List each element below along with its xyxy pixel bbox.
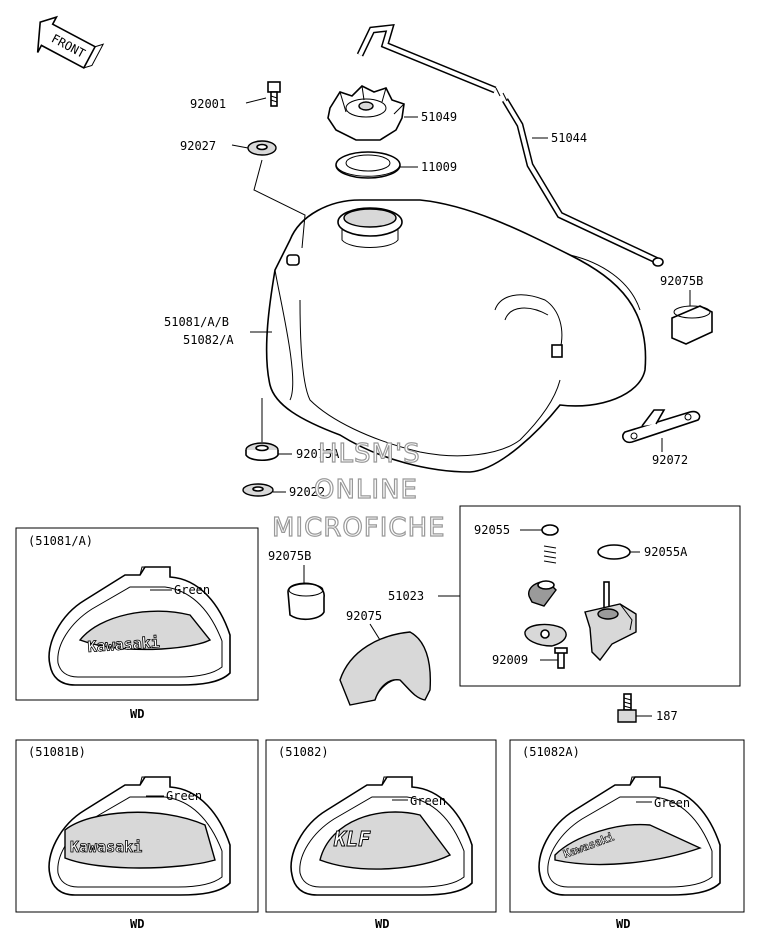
part-labels: 92001 92027 51049 11009 51044 51081/A/B … xyxy=(164,97,703,723)
label-92027: 92027 xyxy=(180,139,216,153)
variant-brand: Kawasaki xyxy=(87,633,160,656)
label-51044: 51044 xyxy=(551,131,587,145)
variant-51082a: (51082A) Kawasaki Green WD xyxy=(509,739,745,931)
variant-51081a: (51081/A) Kawasaki Green WD xyxy=(15,527,259,721)
cushion-92075 xyxy=(339,631,432,706)
label-92075: 92075 xyxy=(346,609,382,623)
cushion-92075b-mid xyxy=(287,582,325,621)
label-92055: 92055 xyxy=(474,523,510,537)
variant-color: Green xyxy=(166,789,202,803)
label-92075b-mid: 92075B xyxy=(268,549,311,563)
variant-header: (51081B) xyxy=(28,745,86,759)
cap-gasket xyxy=(335,151,401,179)
label-51082a: 51082/A xyxy=(183,333,234,347)
variant-color: Green xyxy=(410,794,446,808)
variant-header: (51082A) xyxy=(522,745,580,759)
bracket-92072 xyxy=(622,409,701,444)
variant-footer: WD xyxy=(130,917,144,931)
variant-brand: KLF xyxy=(333,827,371,851)
washer-92027 xyxy=(247,140,277,156)
variant-footer: WD xyxy=(130,707,144,721)
variant-footer: WD xyxy=(616,917,630,931)
label-92075b-top: 92075B xyxy=(660,274,703,288)
variant-color: Green xyxy=(174,583,210,597)
label-92072: 92072 xyxy=(652,453,688,467)
breather-hose xyxy=(356,23,664,267)
label-92055a: 92055A xyxy=(644,545,688,559)
fuel-tank xyxy=(265,199,647,473)
watermark-line-3: MICROFICHE xyxy=(272,513,446,543)
grommet-92075a xyxy=(245,442,279,462)
label-92075a: 92075A xyxy=(296,447,340,461)
front-arrow-icon: FRONT xyxy=(36,15,105,69)
variant-51082: (51082) KLF Green WD xyxy=(265,739,497,931)
label-92001: 92001 xyxy=(190,97,226,111)
variant-header: (51082) xyxy=(278,745,329,759)
label-51023: 51023 xyxy=(388,589,424,603)
fuel-cap xyxy=(327,85,405,141)
bolt-187 xyxy=(617,693,637,723)
variant-header: (51081/A) xyxy=(28,534,93,548)
cushion-92075b-top xyxy=(671,305,713,345)
variant-brand: Kawasaki xyxy=(70,838,142,856)
label-92022: 92022 xyxy=(289,485,325,499)
variant-51081b: (51081B) Kawasaki Green WD xyxy=(15,739,259,931)
label-92009: 92009 xyxy=(492,653,528,667)
label-51081ab: 51081/A/B xyxy=(164,315,229,329)
watermark-line-1: HLSM'S xyxy=(318,439,421,469)
label-51049: 51049 xyxy=(421,110,457,124)
leader-lines xyxy=(231,97,691,717)
watermark-line-2: ONLINE xyxy=(314,475,418,505)
fuel-valve-parts xyxy=(524,524,637,669)
bolt-92001 xyxy=(267,81,281,107)
label-187: 187 xyxy=(656,709,678,723)
watermark: HLSM'S ONLINE MICROFICHE xyxy=(271,438,446,543)
label-11009: 11009 xyxy=(421,160,457,174)
variant-color: Green xyxy=(654,796,690,810)
washer-92022 xyxy=(242,483,274,497)
variant-footer: WD xyxy=(375,917,389,931)
